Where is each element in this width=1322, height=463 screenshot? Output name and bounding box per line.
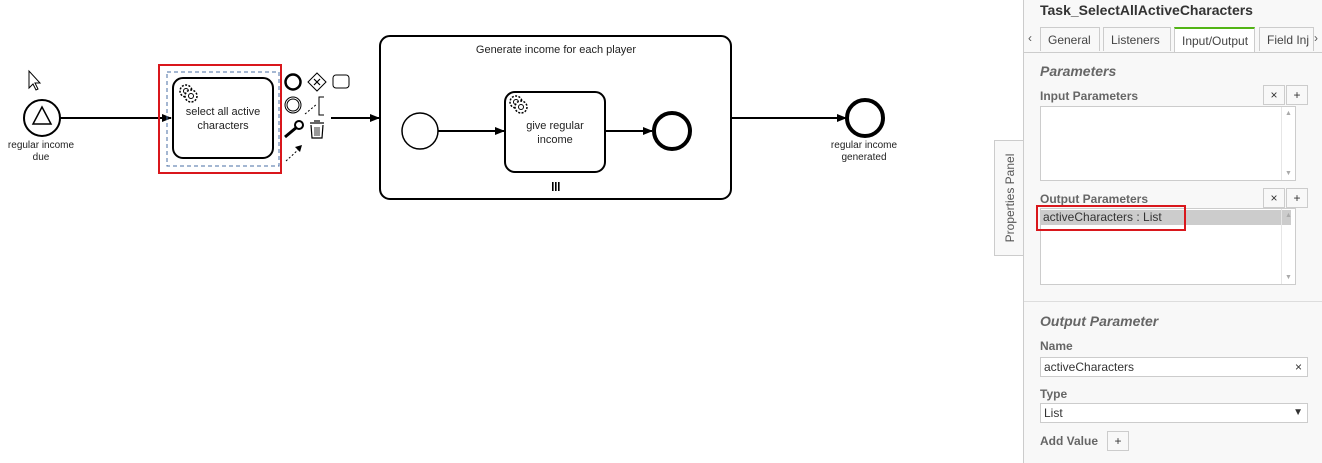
input-parameters-list[interactable]: ▲▼ [1040, 106, 1296, 181]
output-parameter-item[interactable]: activeCharacters : List [1041, 210, 1291, 225]
dropdown-arrow-icon: ▼ [1293, 407, 1303, 418]
connect-arrow-icon[interactable] [285, 145, 302, 162]
panel-title: Task_SelectAllActiveCharacters [1040, 2, 1253, 18]
append-end-event-icon[interactable] [284, 73, 302, 91]
trash-icon[interactable] [310, 120, 324, 139]
task-selection-outline [166, 71, 280, 167]
context-pad [284, 72, 350, 162]
input-list-scrollbar[interactable]: ▲▼ [1281, 107, 1295, 180]
remove-output-parameter-button[interactable]: × [1263, 188, 1285, 208]
multi-instance-marker-icon [552, 182, 560, 191]
service-task-gear-icon [509, 95, 528, 114]
start-event-timer[interactable] [23, 99, 61, 137]
tab-input-output[interactable]: Input/Output [1174, 27, 1255, 52]
start-event-label-1: regular income [8, 140, 75, 151]
append-gateway-icon[interactable] [307, 72, 327, 92]
output-parameter-header: Output Parameter [1040, 313, 1159, 329]
tab-listeners[interactable]: Listeners [1103, 27, 1171, 51]
tabs-scroll-left-icon[interactable]: ‹ [1028, 31, 1032, 45]
type-value: List [1044, 406, 1063, 420]
task-select-active-characters[interactable] [172, 77, 274, 159]
text-annotation-icon[interactable] [304, 96, 324, 116]
properties-panel-toggle[interactable]: Properties Panel [994, 140, 1024, 256]
wrench-icon[interactable] [284, 120, 304, 139]
tab-field-injections[interactable]: Field Inj [1259, 27, 1314, 51]
parameters-header: Parameters [1040, 63, 1117, 79]
input-parameters-label: Input Parameters [1040, 89, 1139, 103]
add-value-button[interactable]: + [1107, 431, 1129, 451]
type-label: Type [1040, 387, 1068, 401]
add-input-parameter-button[interactable]: + [1286, 85, 1308, 105]
end-event-label-2: generated [841, 152, 886, 163]
panel-tabs: ‹ General Listeners Input/Output Field I… [1024, 27, 1322, 53]
remove-input-parameter-button[interactable]: × [1263, 85, 1285, 105]
properties-panel: Task_SelectAllActiveCharacters ‹ General… [1023, 0, 1322, 463]
output-list-scrollbar[interactable]: ▲▼ [1281, 209, 1295, 284]
service-task-gear-icon [179, 84, 198, 103]
add-output-parameter-button[interactable]: + [1286, 188, 1308, 208]
type-select[interactable]: List ▼ [1040, 403, 1308, 423]
name-field[interactable]: activeCharacters × [1040, 357, 1308, 377]
append-intermediate-event-icon[interactable] [284, 96, 302, 114]
task1-label-1: select all active [186, 106, 261, 118]
subprocess-end-event[interactable] [652, 111, 692, 151]
append-task-icon[interactable] [332, 74, 350, 89]
output-item-highlight-box [1036, 205, 1186, 231]
clear-name-icon[interactable]: × [1294, 360, 1302, 374]
subprocess-label: Generate income for each player [476, 44, 637, 56]
task2-label-2: income [537, 134, 572, 146]
section-divider [1024, 301, 1322, 302]
properties-panel-toggle-label: Properties Panel [1002, 153, 1017, 243]
name-value: activeCharacters [1044, 360, 1135, 374]
name-label: Name [1040, 339, 1073, 353]
tab-general[interactable]: General [1040, 27, 1100, 51]
end-event-label-1: regular income [831, 140, 898, 151]
tabs-scroll-right-icon[interactable]: › [1314, 31, 1318, 45]
task2-label-1: give regular [526, 120, 584, 132]
mouse-cursor-icon [28, 69, 42, 91]
subprocess-start-event[interactable] [401, 112, 439, 150]
task-highlight-box [158, 64, 282, 174]
add-value-label: Add Value [1040, 434, 1099, 448]
task1-label-2: characters [197, 120, 249, 132]
output-parameters-list[interactable]: activeCharacters : List ▲▼ [1040, 208, 1296, 285]
end-event[interactable] [845, 98, 885, 138]
output-parameters-label: Output Parameters [1040, 192, 1149, 206]
start-event-label-2: due [33, 152, 50, 163]
